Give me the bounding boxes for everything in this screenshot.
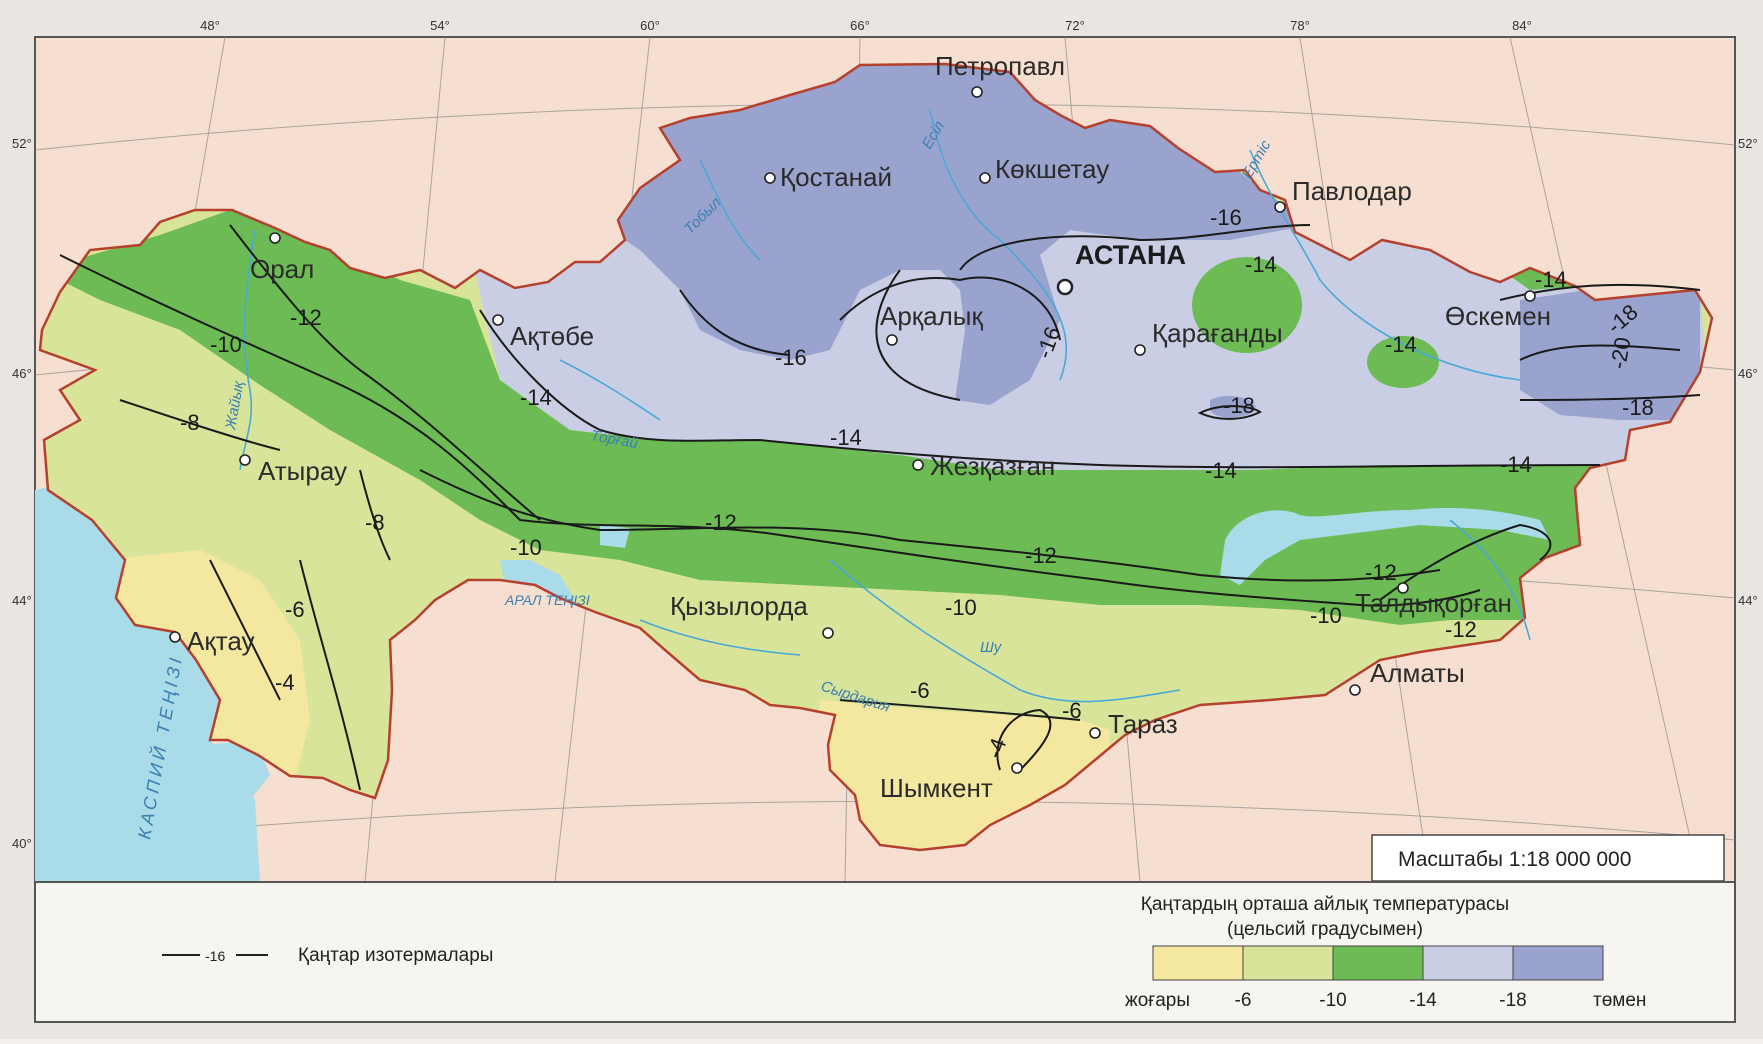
legend-isotherm-sample: -16 (205, 948, 225, 964)
cities (169, 86, 1536, 774)
legend-subtitle: (цельсий градусымен) (1227, 919, 1423, 940)
lon-label: 66° (850, 18, 870, 33)
lat-label: 52° (1738, 136, 1758, 151)
isotherm-label: -10 (510, 535, 542, 560)
aral-label: АРАЛ ТЕҢІЗІ (504, 592, 590, 608)
kazakhstan-border (38, 62, 1714, 852)
city-taldykorgan: Талдықорған (1355, 588, 1512, 618)
city-aktobe: Ақтөбе (510, 321, 594, 351)
isotherm-label: -10 (945, 595, 977, 620)
isotherm-label: -14 (830, 425, 862, 450)
isotherm-label: -8 (180, 410, 200, 435)
isotherm-label: -12 (290, 305, 322, 330)
legend-tick: жоғары (1125, 990, 1190, 1011)
isotherm-label: -8 (365, 510, 385, 535)
city-zhezkazgan: Жезқазған (930, 451, 1055, 481)
city-kostanai: Қостанай (780, 162, 892, 192)
city-petropavl: Петропавл (935, 51, 1065, 81)
city-kyzylorda: Қызылорда (670, 591, 808, 621)
isotherm-label: -4 (275, 670, 295, 695)
city-arkalyk: Арқалық (880, 301, 983, 331)
legend-tick: -10 (1319, 990, 1346, 1011)
lon-label: 48° (200, 18, 220, 33)
city-labels: Петропавл Қостанай Көкшетау Павлодар АСТ… (187, 51, 1551, 803)
isotherm-label: -6 (1062, 698, 1082, 723)
city-oskemen: Өскемен (1445, 301, 1551, 331)
legend-swatch (1332, 945, 1424, 981)
isotherm-label: -20 (1605, 335, 1635, 371)
legend: -16 Қаңтар изотермалары Қаңтардың орташа… (162, 894, 1646, 1011)
legend-swatch (1512, 945, 1604, 981)
lon-label: 60° (640, 18, 660, 33)
legend-title: Қаңтардың орташа айлық температурасы (1141, 894, 1509, 915)
city-karagandy: Қарағанды (1152, 318, 1283, 348)
isotherm-label: -14 (1245, 252, 1277, 277)
isotherm-label: -10 (1310, 603, 1342, 628)
legend-swatch (1422, 945, 1514, 981)
legend-tick: төмен (1593, 990, 1646, 1011)
lat-label: 40° (12, 836, 32, 851)
scale-label: Масштабы 1:18 000 000 (1398, 848, 1631, 871)
isotherm-label: -6 (910, 678, 930, 703)
lon-label: 54° (430, 18, 450, 33)
city-taraz: Тараз (1108, 709, 1178, 739)
city-kokshetau: Көкшетау (995, 154, 1109, 184)
legend-tick: -18 (1499, 990, 1526, 1011)
city-shymkent: Шымкент (880, 773, 993, 803)
isotherm-label: -10 (210, 332, 242, 357)
grid-labels: 48° 54° 60° 66° 72° 78° 84° 52° 46° 44° … (12, 18, 1758, 851)
isotherm-label: -14 (1500, 452, 1532, 477)
city-atyrau: Атырау (258, 456, 347, 486)
lat-label: 46° (12, 366, 32, 381)
isotherm-labels: -16 -16 -16 -14 -14 -14 -14 -14 -14 -14 … (180, 205, 1654, 762)
isotherm-label: -12 (1025, 543, 1057, 568)
lon-label: 78° (1290, 18, 1310, 33)
city-almaty: Алматы (1370, 658, 1465, 688)
legend-tick: -6 (1235, 990, 1252, 1011)
lon-label: 84° (1512, 18, 1532, 33)
city-astana: АСТАНА (1075, 240, 1186, 270)
lat-label: 46° (1738, 366, 1758, 381)
lat-label: 52° (12, 136, 32, 151)
kara-bogaz (205, 740, 270, 800)
isotherm-label: -14 (520, 385, 552, 410)
legend-swatch (1242, 945, 1334, 981)
legend-isotherm-label: Қаңтар изотермалары (298, 945, 493, 966)
isotherm-label: -18 (1622, 395, 1654, 420)
isotherm-label: -16 (775, 345, 807, 370)
legend-swatch (1152, 945, 1244, 981)
city-oral: Орал (250, 254, 314, 284)
scale-box: Масштабы 1:18 000 000 (1371, 834, 1725, 882)
shu-label: Шу (980, 639, 1003, 656)
isotherm-label: -12 (1365, 560, 1397, 585)
lat-label: 44° (12, 593, 32, 608)
lat-label: 44° (1738, 593, 1758, 608)
isotherm-label: -12 (1445, 617, 1477, 642)
isotherm-label: -6 (285, 597, 305, 622)
isotherm-label: -12 (705, 510, 737, 535)
isotherm-label: -18 (1223, 393, 1255, 418)
isotherm-label: -16 (1210, 205, 1242, 230)
city-pavlodar: Павлодар (1292, 176, 1412, 206)
isotherm-label: -14 (1205, 458, 1237, 483)
isotherm-label: -14 (1385, 332, 1417, 357)
caspian-sea (35, 480, 260, 882)
city-aktau: Ақтау (187, 626, 255, 656)
lon-label: 72° (1065, 18, 1085, 33)
isotherm-lines (59, 224, 1701, 791)
legend-tick: -14 (1409, 990, 1437, 1011)
isotherm-label: -14 (1535, 267, 1567, 292)
